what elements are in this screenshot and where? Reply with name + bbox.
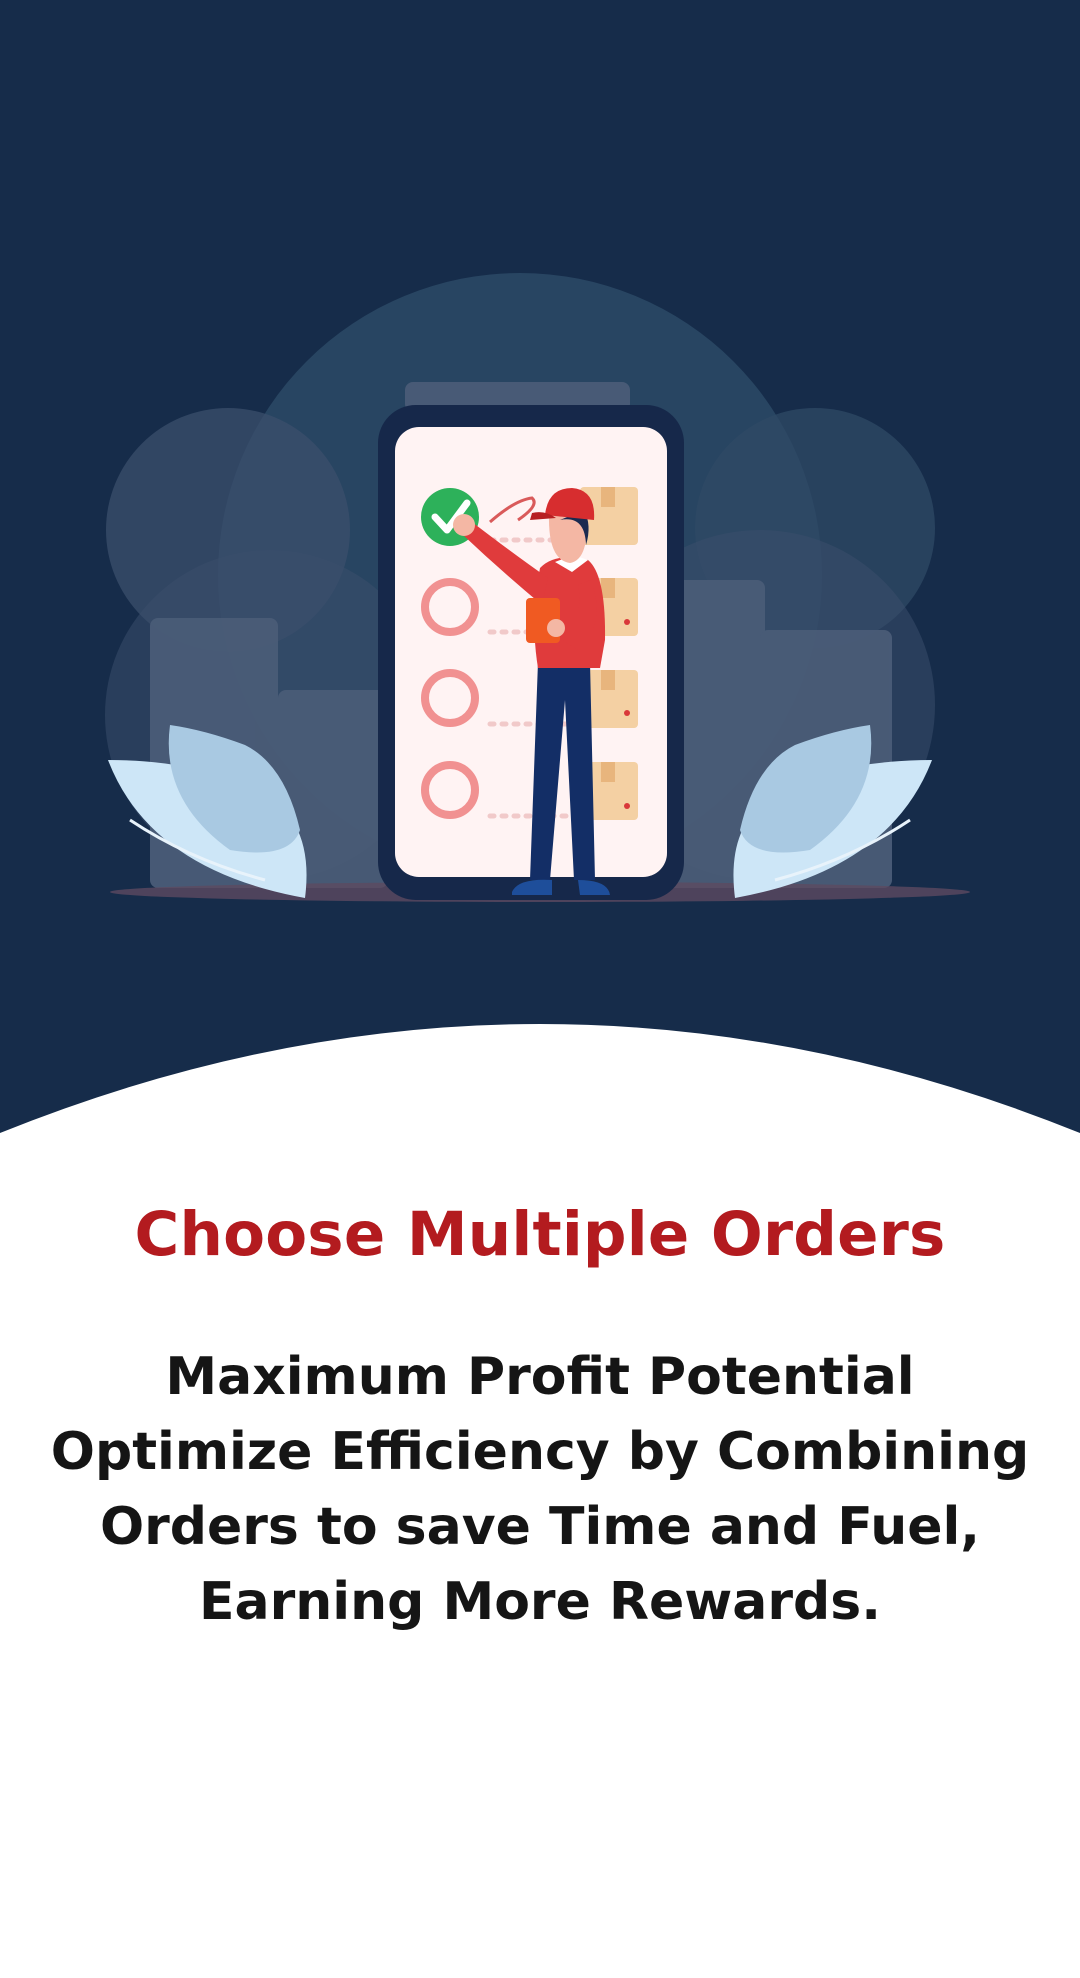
hero-illustration-area (0, 0, 1080, 1133)
delivery-person-figure (453, 488, 610, 895)
onboarding-title: Choose Multiple Orders (134, 1199, 946, 1270)
checklist-item-unchecked (421, 761, 638, 820)
description-line: Maximum Profit Potential (165, 1347, 915, 1407)
checklist-item-unchecked (421, 669, 638, 728)
onboarding-description: Maximum Profit Potential Optimize Effici… (40, 1340, 1040, 1640)
delivery-person-checklist-illustration (0, 0, 1080, 1133)
leaves-right-decoration (733, 725, 932, 898)
onboarding-text-content: Choose Multiple Orders Maximum Profit Po… (0, 1190, 1080, 1640)
description-line: Optimize Efficiency by Combining (50, 1422, 1030, 1482)
leaves-left-decoration (108, 725, 307, 898)
description-line: Orders to save Time and Fuel, (99, 1497, 981, 1557)
description-line: Earning More Rewards. (199, 1572, 881, 1632)
